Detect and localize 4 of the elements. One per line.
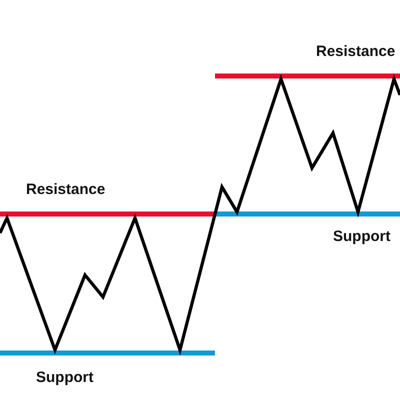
support-label: Support (36, 369, 94, 387)
resistance-label: Resistance (316, 43, 396, 61)
support-label: Support (333, 228, 390, 246)
resistance-label: Resistance (26, 181, 106, 199)
